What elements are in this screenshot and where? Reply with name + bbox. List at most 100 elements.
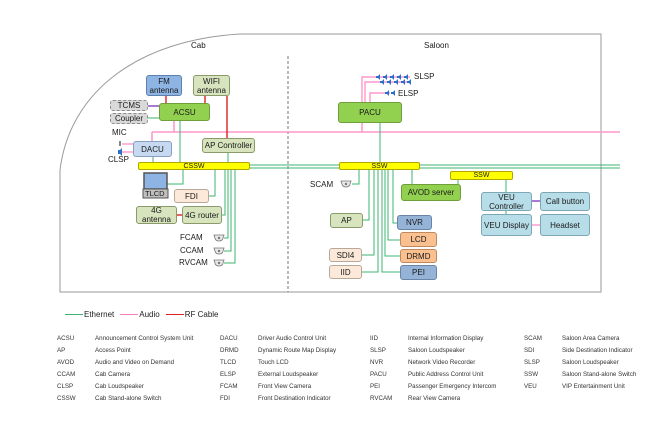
eth-4g (222, 170, 226, 216)
abbreviation-meaning: Front Destination Indicator (258, 395, 331, 402)
scam-label: SCAM (310, 180, 334, 189)
abbreviation-key: AP (57, 347, 66, 354)
node-drmd: DRMD (400, 249, 437, 263)
node-iid: IID (329, 265, 362, 279)
abbreviation-key: DRMD (220, 347, 239, 354)
node-sdi4: SDI4 (329, 248, 362, 262)
abbreviation-meaning: Saloon Stand-alone Switch (562, 371, 637, 378)
abbreviation-key: DACU (220, 335, 238, 342)
node-tlcd: TLCD (145, 189, 165, 198)
node-lcd: LCD (400, 232, 437, 247)
abbreviation-key: AVOD (57, 359, 75, 366)
node-wifi-antenna: WIFI antenna (193, 75, 230, 96)
eth-tlcd (167, 170, 184, 185)
node-pacu: PACU (338, 102, 402, 123)
speaker-icon (385, 90, 389, 96)
mic-icon (119, 141, 121, 146)
node-cssw: CSSW (138, 162, 250, 170)
abbreviation-meaning: Front View Camera (258, 383, 312, 390)
audio-elsp (369, 92, 390, 102)
abbreviation-meaning: Saloon Area Camera (562, 335, 620, 342)
node-ssw-veu: SSW (450, 171, 513, 180)
abbreviation-meaning: Access Point (95, 347, 131, 354)
camera-icon (213, 234, 225, 242)
speaker-icon (383, 74, 387, 80)
speaker-icon (376, 74, 380, 80)
slsp-label: SLSP (414, 72, 435, 81)
abbreviation-meaning: Passenger Emergency Intercom (408, 383, 497, 390)
camera-icons (213, 180, 352, 267)
node-call-button: Call button (540, 192, 590, 211)
node-ap: AP (330, 213, 363, 228)
node-veu-display: VEU Display (481, 214, 532, 236)
speaker-icon (387, 79, 391, 85)
camera-icon (213, 247, 225, 255)
abbreviation-meaning: Driver Audio Control Unit (258, 335, 327, 342)
node-nvr: NVR (397, 215, 432, 230)
eth-sdi4 (362, 170, 375, 256)
eth-fcam (224, 170, 229, 239)
eth-ccam (224, 170, 232, 252)
abbreviation-meaning: VIP Entertainment Unit (562, 383, 625, 390)
mic-label: MIC (112, 128, 127, 137)
abbreviation-key: PEI (370, 383, 380, 390)
legend-item-ethernet: Ethernet (65, 310, 114, 319)
abbreviation-meaning: Touch LCD (258, 359, 289, 366)
rvcam-label: RVCAM (179, 258, 208, 267)
wires (122, 76, 620, 273)
abbreviation-meaning: Rear View Camera (408, 395, 461, 402)
eth-pei (381, 170, 400, 273)
abbreviation-key: CSSW (57, 395, 76, 402)
legend-item-rf-cable: RF Cable (165, 310, 219, 319)
abbreviation-meaning: Saloon Loudspeaker (562, 359, 619, 366)
abbreviation-meaning: Announcement Control System Unit (95, 335, 194, 342)
eth-rvcam (224, 170, 236, 264)
abbreviation-meaning: Saloon Loudspeaker (408, 347, 465, 354)
node-veu-controller: VEU Controller (481, 192, 532, 211)
eth-scam (352, 170, 360, 185)
node-ssw: SSW (339, 162, 420, 170)
abbreviation-key: SCAM (524, 335, 542, 342)
abbreviation-meaning: Audio and Video on Demand (95, 359, 175, 366)
abbreviation-meaning: Side Destination Indicator (562, 347, 633, 354)
tlcd-screen-icon (143, 172, 168, 190)
node-avod-server: AVOD server (401, 184, 461, 201)
node-acsu: ACSU (159, 103, 210, 121)
region-cab-label: Cab (191, 41, 206, 50)
abbreviation-key: FDI (220, 395, 230, 402)
abbreviation-key: RVCAM (370, 395, 393, 402)
speaker-icon (407, 79, 411, 85)
ccam-label: CCAM (180, 246, 204, 255)
elsp-label: ELSP (398, 89, 419, 98)
legend-item-audio: Audio (120, 310, 160, 319)
abbreviation-key: ACSU (57, 335, 75, 342)
speaker-icon (380, 79, 384, 85)
node-4g-router: 4G router (182, 206, 222, 224)
eth-ap (363, 170, 370, 221)
abbreviation-key: VEU (524, 383, 537, 390)
eth-iid (362, 170, 379, 273)
abbreviation-key: ELSP (220, 371, 236, 378)
abbreviation-key: CLSP (57, 383, 74, 390)
eth-fdi (209, 170, 216, 197)
clsp-label: CLSP (108, 155, 129, 164)
node-coupler: Coupler (110, 113, 148, 124)
abbreviation-meaning: Cab Camera (95, 371, 131, 378)
speaker-icon (391, 90, 395, 96)
clsp-speaker-icon (118, 148, 122, 156)
node-dacu: DACU (133, 141, 172, 157)
node-4g-antenna: 4G antenna (136, 206, 177, 224)
node-fm-antenna: FM antenna (146, 75, 182, 96)
node-fdi: FDI (174, 189, 209, 203)
abbreviation-key: IID (370, 335, 378, 342)
abbreviation-key: TLCD (220, 359, 237, 366)
eth-lcd (387, 170, 400, 241)
abbreviation-meaning: Internal Information Display (408, 335, 484, 342)
abbreviation-key: NVR (370, 359, 384, 366)
train-outline (59, 33, 602, 293)
region-saloon-label: Saloon (424, 41, 449, 50)
legend: Ethernet Audio RF Cable (65, 310, 225, 319)
eth-nvr (392, 170, 397, 224)
abbreviation-meaning: External Loudspeaker (258, 371, 319, 378)
node-tcms: TCMS (110, 100, 148, 111)
